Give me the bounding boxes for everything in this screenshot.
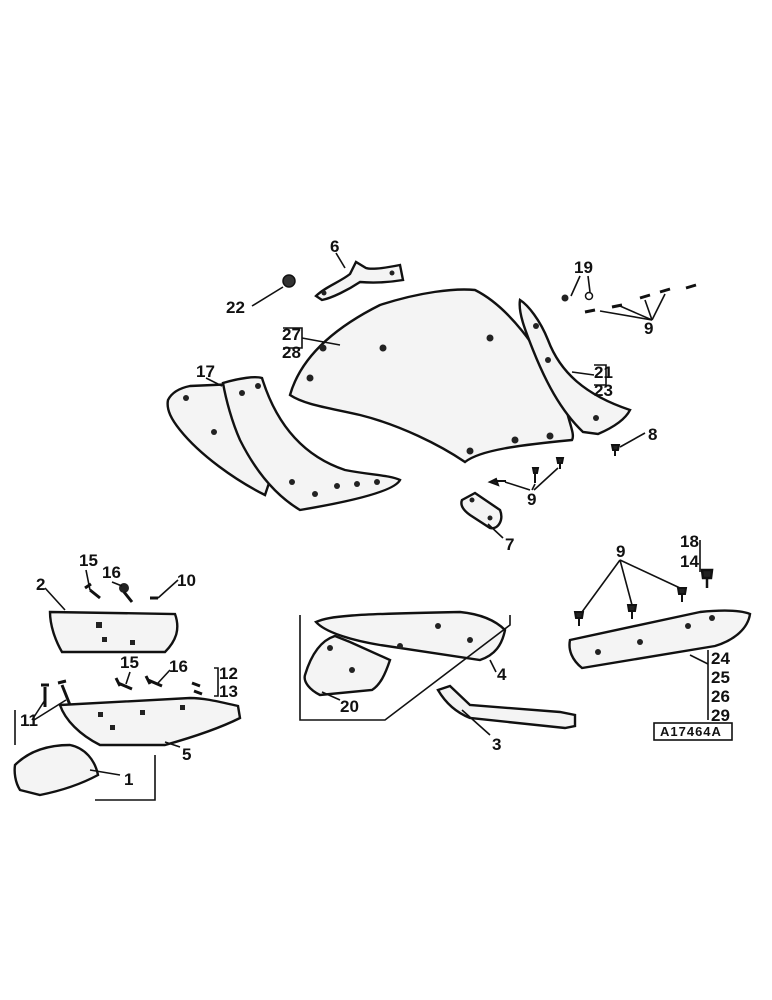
callout-5: 5: [182, 745, 191, 764]
brace-3: [436, 684, 577, 730]
bolts-9-mid: [487, 457, 565, 487]
clamp: [460, 491, 503, 530]
callout-8: 8: [648, 425, 657, 444]
callout-9-upper: 9: [644, 319, 653, 338]
callout-17: 17: [196, 362, 215, 381]
callout-16-top: 16: [102, 563, 121, 582]
callout-19: 19: [574, 258, 593, 277]
frog-20: [303, 634, 392, 697]
callout-10: 10: [177, 571, 196, 590]
callout-labels: 1 2 3 4 5 6 7 8 9 9 9 10 11 12 13 14 15 …: [20, 237, 730, 789]
share: [568, 609, 752, 670]
callout-26: 26: [711, 687, 730, 706]
landside-plate-2: [48, 610, 179, 654]
callout-11: 11: [20, 711, 38, 730]
frog-1: [13, 743, 100, 797]
callout-12: 12: [219, 664, 238, 683]
callout-28: 28: [282, 343, 301, 362]
callout-25: 25: [711, 668, 730, 687]
callout-27: 27: [282, 325, 301, 344]
callout-13: 13: [219, 682, 238, 701]
callout-14: 14: [680, 552, 699, 571]
leader-lines: [14, 252, 709, 801]
bolts-share: [573, 568, 714, 626]
drawing-code-box: A17464A: [653, 722, 733, 741]
share-point-strip: [221, 376, 402, 512]
bolt-8: [610, 444, 621, 456]
brace: [314, 260, 405, 302]
wing-plate: [518, 298, 632, 436]
group-bracket-center: [299, 615, 511, 721]
callout-24: 24: [711, 649, 730, 668]
callout-29: 29: [711, 706, 730, 725]
callout-20: 20: [340, 697, 359, 716]
callout-15-top: 15: [79, 551, 98, 570]
callout-1: 1: [124, 770, 133, 789]
callout-9-mid: 9: [527, 490, 536, 509]
callout-15-bottom: 15: [120, 653, 139, 672]
drawing-code: A17464A: [660, 724, 722, 739]
callout-23: 23: [594, 381, 613, 400]
landside-plate-5: [58, 696, 242, 747]
bolts-9-upper: [561, 283, 697, 314]
callout-2: 2: [36, 575, 45, 594]
callout-22: 22: [226, 298, 245, 317]
callout-4: 4: [497, 665, 507, 684]
callout-18: 18: [680, 532, 699, 551]
callout-21: 21: [594, 363, 613, 382]
callout-9-share: 9: [616, 542, 625, 561]
callout-7: 7: [505, 535, 514, 554]
callout-16-bottom: 16: [169, 657, 188, 676]
nut-22: [282, 274, 296, 288]
callout-6: 6: [330, 237, 339, 256]
callout-3: 3: [492, 735, 501, 754]
landside-4: [313, 610, 507, 662]
moldboard: [288, 288, 575, 464]
